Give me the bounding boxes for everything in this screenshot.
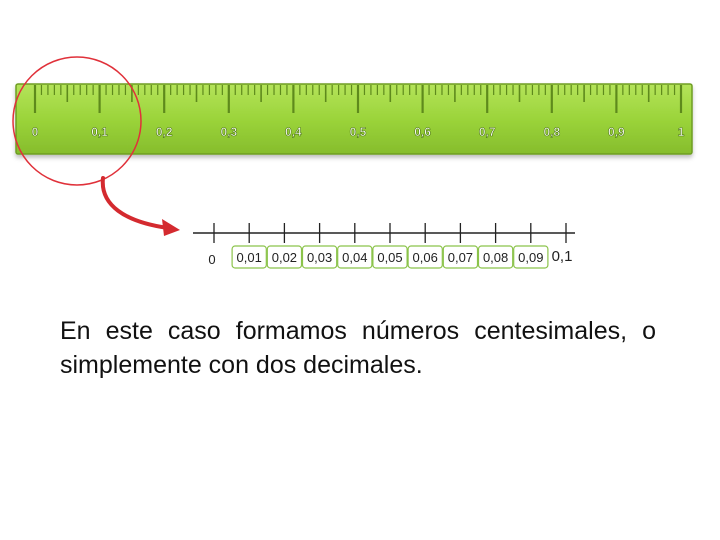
zoom-end-label: 0,1 [552, 248, 573, 265]
zoom-label-box [513, 245, 549, 269]
arrow-connector [100, 176, 170, 230]
ruler-label: 0,9 [608, 125, 625, 139]
arrowhead [162, 219, 180, 236]
zoom-ticks [213, 223, 567, 243]
ruler-label: 0 [32, 125, 39, 139]
ruler-ticks [33, 85, 683, 113]
zoom-label: 0,04 [342, 250, 367, 265]
zoom-label-box [407, 245, 443, 269]
ruler-label: 0,7 [479, 125, 496, 139]
zoom-label-box [231, 245, 267, 269]
zoom-label: 0,07 [448, 250, 473, 265]
ruler-label: 0,5 [350, 125, 367, 139]
zoom-label-box [477, 245, 514, 269]
magnifier-circle [12, 56, 142, 186]
ruler-labels: 0 0,1 0,2 0,3 0,4 0,5 0,6 0,7 0,8 0,9 1 [31, 125, 685, 140]
zoom-label: 0,06 [413, 250, 438, 265]
ruler-label: 0,4 [285, 125, 302, 139]
zoom-label: 0,01 [237, 250, 262, 265]
ruler-label: 1 [678, 125, 685, 139]
zoom-label: 0,03 [307, 250, 332, 265]
zoom-label: 0,02 [272, 250, 297, 265]
ruler-label: 0,8 [543, 125, 560, 139]
zoom-label-box [266, 245, 303, 269]
zoom-label: 0,05 [377, 250, 402, 265]
caption-text: En este caso formamos números centesimal… [60, 317, 656, 379]
zoom-label-box [337, 245, 373, 269]
zoom-start-label: 0 [208, 252, 215, 267]
ruler-label: 0,6 [414, 125, 431, 139]
zoom-labels: 0,01 0,02 0,03 0,04 0,05 0,06 0,07 0,08 0,09 [231, 245, 549, 269]
ruler-label: 0,3 [220, 125, 237, 139]
ruler-label: 0,1 [91, 125, 108, 139]
ruler-label: 0,2 [156, 125, 173, 139]
zoom-label-box [372, 245, 408, 269]
zoom-label: 0,08 [483, 250, 508, 265]
zoom-label-box [442, 245, 479, 269]
zoom-label: 0,09 [518, 250, 543, 265]
zoom-label-box [301, 245, 338, 269]
ruler-body [15, 83, 693, 155]
